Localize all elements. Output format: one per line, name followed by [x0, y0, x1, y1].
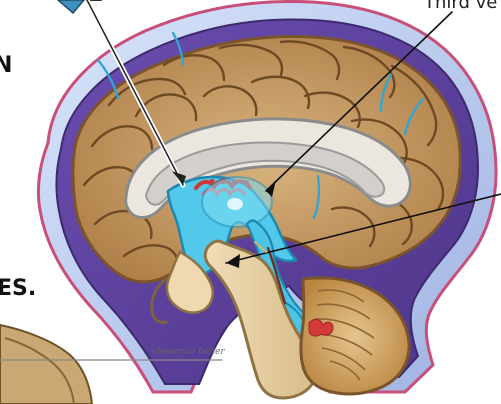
- third-ventricle-label: Third ve: [424, 0, 497, 13]
- interthalamic-adhesion: [227, 198, 243, 210]
- top-left-blue-wedge: [58, 0, 84, 13]
- left-text-fragment-bottom: ES.: [0, 276, 36, 301]
- choroid-plexus-fourth-ventricle: [309, 319, 333, 336]
- left-text-fragment-top: N: [0, 53, 12, 78]
- secondary-illustration-fragment: [0, 325, 92, 404]
- artist-signature: clémence heller: [152, 347, 225, 357]
